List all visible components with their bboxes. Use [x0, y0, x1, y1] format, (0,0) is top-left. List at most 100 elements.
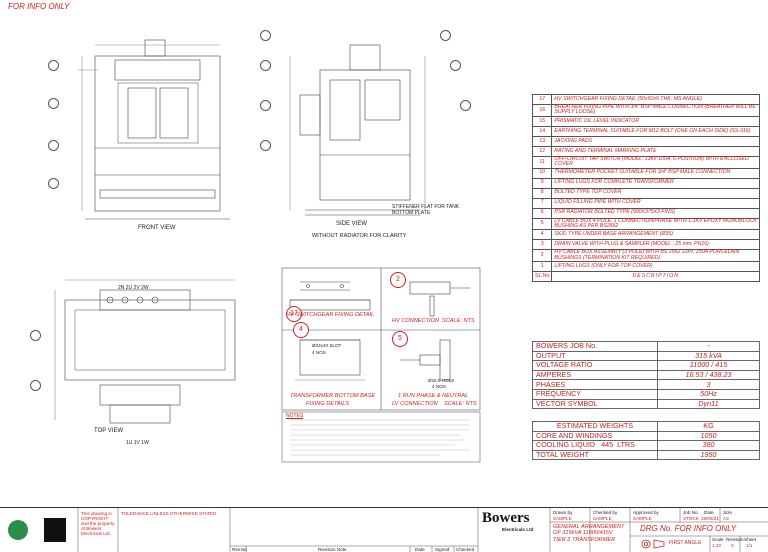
revision-label: Revision	[726, 537, 744, 542]
tolerance-note: TOLERANCE UNLESS OTHERWISE STATED	[121, 511, 217, 516]
weight-value: 1050	[657, 430, 760, 442]
drawn-by: SAMPLE	[553, 516, 572, 521]
leader-balloon	[48, 98, 59, 109]
parts-row-description: OFF-CIRCUIT TAP SWITCH (MODEL: 13kV 100A…	[551, 155, 760, 169]
leader-balloon	[450, 60, 461, 71]
rating-key: PHASES	[532, 379, 658, 390]
detail-17-drawing	[289, 281, 371, 311]
parts-row-description: PSR RADIATOR BOLTED TYPE (900X375X3 FINS…	[551, 207, 760, 219]
parts-row-description: RATING AND TERMINAL MARKING PLATE	[551, 145, 760, 157]
stiffener-note: STIFFENER FLAT FOR TANK BOTTOM PLATE	[392, 204, 460, 216]
detail-17-balloon: 17	[286, 306, 302, 322]
rating-key: VECTOR SYMBOL	[532, 398, 658, 410]
detail-5-hole: Ø15.5 HOLE	[428, 378, 455, 383]
detail-2-scale: SCALE: NTS	[442, 318, 475, 324]
rating-value: 3	[657, 379, 760, 390]
parts-row-description: PRISMATIC OIL LEVEL INDICATOR	[551, 115, 760, 127]
leader-balloon	[260, 100, 271, 111]
rev-header-checked: Checked	[456, 547, 475, 552]
rating-value: 11000 / 415	[657, 360, 760, 371]
parts-row-number: 14	[531, 125, 553, 137]
detail-5-scale: SCALE: NTS	[444, 401, 477, 407]
parts-row-description: LIQUID FILLING PIPE WITH COVER	[551, 197, 760, 209]
company-subtitle: Electricals Ltd	[502, 527, 534, 532]
weight-value: 1950	[657, 449, 760, 461]
approved-by: SAMPLE	[633, 516, 652, 521]
parts-row-number: 12	[531, 145, 553, 157]
rev-header-signed: Signed	[435, 547, 450, 552]
parts-row-number: 4	[531, 229, 553, 241]
rev-header-note: Revision Note	[318, 547, 347, 552]
parts-row-number: 9	[531, 177, 553, 189]
leader-balloon	[440, 30, 451, 41]
rating-value: Dyn11	[657, 398, 760, 410]
rev-header-date: Date	[415, 547, 425, 552]
rating-value: 315 kVA	[657, 350, 760, 362]
leader-balloon	[260, 140, 271, 151]
detail-4-label2: FIXING DETAILS	[306, 401, 350, 407]
sheet-label: Sheet	[744, 537, 757, 542]
top-view-drawing	[54, 279, 236, 424]
parts-row-number: 10	[531, 167, 553, 179]
leader-balloon	[460, 100, 471, 111]
rating-value: 50Hz	[657, 388, 760, 400]
weight-key: CORE AND WINDINGS	[532, 430, 658, 442]
copyright-note: This drawing is COPYRIGHT and the proper…	[81, 511, 115, 536]
approved-by-label: Approved by	[633, 510, 659, 515]
parts-row-number: 6	[531, 207, 553, 219]
parts-row-description: BOLTED TYPE TOP COVER	[551, 187, 760, 199]
lv-bushing-labels: 1U 1V 1W	[126, 440, 149, 446]
parts-row-description: HV CABLE BOX ASSEMBLY (3 POLE) WITH BS 2…	[551, 249, 760, 263]
rating-row: BOWERS JOB No.-	[532, 341, 760, 352]
leader-balloon	[48, 60, 59, 71]
parts-row-description: BREATHER FIXING PIPE WITH 3/4" BSP MALE …	[551, 104, 760, 117]
detail-17-label: HV SWITCHGEAR FIXING DETAIL	[286, 312, 375, 318]
weights-header: ESTIMATED WEIGHTS	[532, 421, 658, 432]
job-no: STOCK	[683, 516, 699, 521]
size-value: A3	[723, 516, 729, 521]
projection-label: FIRST ANGLE	[669, 540, 702, 546]
parts-row-description: SKID TYPE UNDER BASE ARRANGEMENT (Ø35)	[551, 229, 760, 241]
drawing-title-line: OF 315kVA 11000/415V	[553, 530, 613, 537]
parts-row-description: HV SWITCHGEAR FIXING DETAIL (50x50x5 THK…	[551, 94, 760, 105]
weight-key: TOTAL WEIGHT	[532, 449, 658, 461]
parts-row-description: LV CABLE BOX 4 POLE, 1 CONNECTION/PHASE …	[551, 217, 760, 231]
parts-row-number: 17	[531, 94, 553, 105]
detail-2-drawing	[409, 281, 470, 317]
parts-row-description: LIFTING LUGS (ONLY FOR TOP COVER)	[551, 261, 760, 273]
weights-header-row: ESTIMATED WEIGHTS KG	[532, 421, 760, 432]
rating-key: AMPERES	[532, 369, 658, 381]
title-block-grid	[8, 508, 768, 552]
checked-by-label: Checked by	[593, 510, 618, 515]
rating-value: -	[657, 341, 760, 352]
parts-row-number: 16	[531, 104, 553, 117]
rating-key: OUTPUT	[532, 350, 658, 362]
sheet-value: 1/1	[746, 543, 753, 548]
side-view-label: SIDE VIEW	[336, 221, 368, 227]
detail-4-label: TRANSFORMER BOTTOM BASE	[290, 393, 376, 399]
parts-row-description: JACKING PADS	[551, 135, 760, 147]
leader-balloon	[260, 60, 271, 71]
detail-5-hole-nos: 4 NOS	[432, 384, 446, 389]
parts-row-number: 15	[531, 115, 553, 127]
detail-5-balloon: 5	[392, 331, 408, 347]
parts-row-number: 3	[531, 239, 553, 251]
leader-balloon	[48, 140, 59, 151]
